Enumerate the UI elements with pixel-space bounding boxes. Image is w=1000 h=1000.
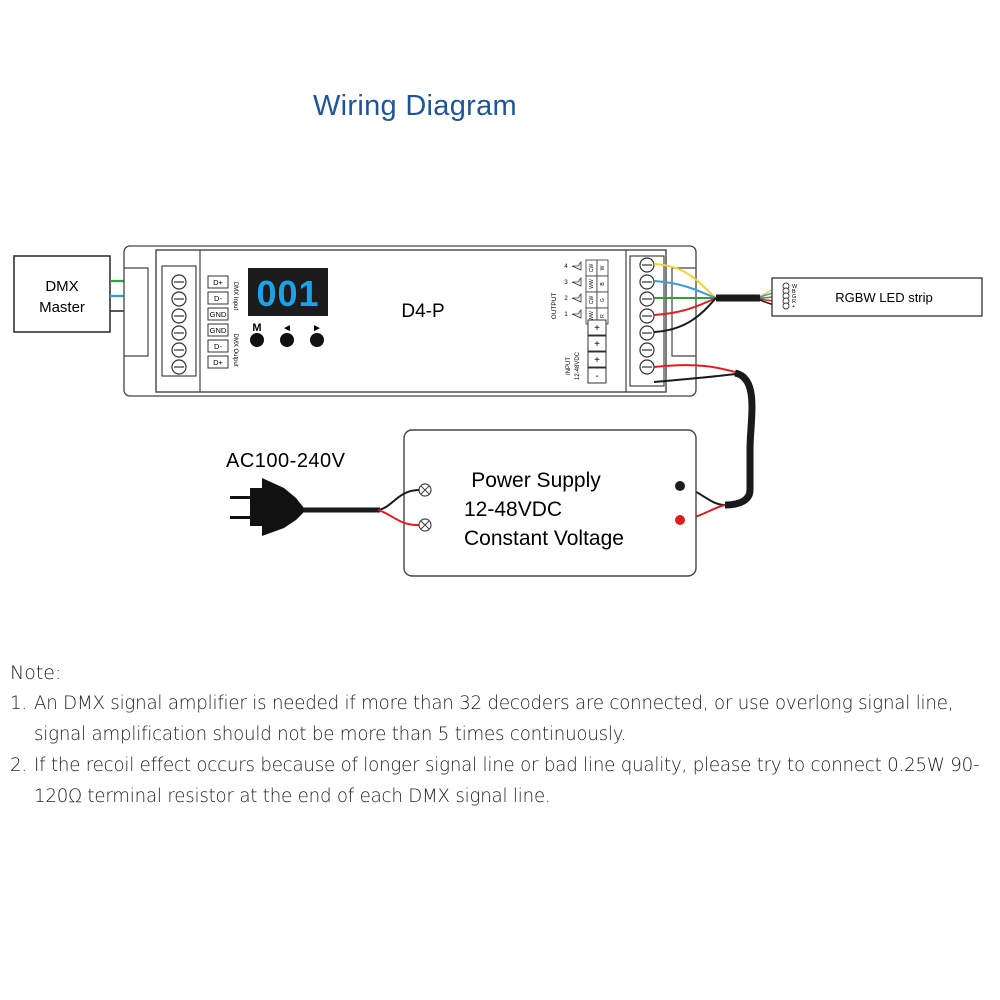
led-strip-label: RGBW LED strip xyxy=(835,290,933,305)
output-channel: 4 xyxy=(564,264,568,270)
control-buttons: M ◄ ► xyxy=(250,322,324,347)
button-left-label: ◄ xyxy=(282,323,292,334)
terminal-label: GND xyxy=(210,326,227,335)
button-right[interactable] xyxy=(310,333,324,347)
terminal-label: D- xyxy=(214,294,222,303)
output-code-bottom: W xyxy=(600,265,606,270)
output-wires xyxy=(653,263,717,333)
output-code-bottom: R xyxy=(600,314,606,318)
output-code-top: CW xyxy=(589,264,595,273)
output-label: OUTPUT xyxy=(551,293,558,320)
led-display: 001 xyxy=(248,268,328,316)
psu-dc-negative xyxy=(675,481,685,491)
output-code-top: WW xyxy=(589,311,595,321)
button-right-label: ► xyxy=(312,323,322,334)
ac-wires xyxy=(377,489,420,527)
output-code-bottom: B xyxy=(600,282,606,286)
terminal-label: GND xyxy=(210,310,227,319)
strip-pin: R xyxy=(792,299,796,305)
display-digits: 001 xyxy=(256,273,319,314)
output-terminal-block xyxy=(629,255,665,387)
diagram-title: Wiring Diagram xyxy=(312,90,517,122)
dmx-input-label: DMX Input xyxy=(232,282,238,311)
psu-line2: 12-48VDC xyxy=(464,498,562,521)
output-code-top: WW xyxy=(589,279,595,289)
input-minus-mark: - xyxy=(595,371,598,382)
dmx-master-line2: Master xyxy=(39,299,85,316)
output-label-panel: OUTPUT 4 3 2 1 CW W WW B CW G WW R + + xyxy=(551,259,609,384)
output-channel: 3 xyxy=(564,280,568,286)
input-voltage: 12-48VDC xyxy=(575,351,581,380)
led-strip: W B G R + RGBW LED strip xyxy=(771,277,983,317)
note-text: An DMX signal amplifier is needed if mor… xyxy=(34,693,954,745)
dmx-master-line1: DMX xyxy=(45,278,78,295)
strip-pin: G xyxy=(792,294,796,300)
ac-voltage-label: AC100-240V xyxy=(226,450,346,472)
strip-pin: B xyxy=(792,289,796,295)
dmx-master: DMX Master xyxy=(13,255,111,333)
ac-plug xyxy=(230,478,380,536)
input-plus-mark: + xyxy=(594,355,600,366)
strip-pin: W xyxy=(792,284,798,290)
psu-line1: Power Supply xyxy=(471,469,601,492)
terminal-label: D+ xyxy=(213,278,223,287)
output-code-top: CW xyxy=(589,296,595,305)
dmx-terminal-block xyxy=(161,265,197,377)
input-label: INPUT xyxy=(566,357,572,375)
plus-mark: + xyxy=(594,339,600,350)
note-number: 1. xyxy=(10,693,27,714)
terminal-label: D- xyxy=(214,342,222,351)
output-channel: 2 xyxy=(564,296,568,302)
psu-line3: Constant Voltage xyxy=(464,527,624,550)
button-left[interactable] xyxy=(280,333,294,347)
dmx-output-label: DMX Output xyxy=(232,333,238,366)
psu-dc-positive xyxy=(675,515,685,525)
notes-heading: Note: xyxy=(10,662,62,684)
power-supply: Power Supply 12-48VDC Constant Voltage xyxy=(403,429,697,577)
notes-section: Note: 1. An DMX signal amplifier is need… xyxy=(10,662,985,812)
note-text: If the recoil effect occurs because of l… xyxy=(34,755,980,807)
decoder-model: D4-P xyxy=(401,301,444,322)
output-channel: 1 xyxy=(564,312,568,318)
note-number: 2. xyxy=(10,755,27,776)
button-m[interactable] xyxy=(250,333,264,347)
note-item: 2. If the recoil effect occurs because o… xyxy=(10,750,985,812)
dmx-terminal-labels: D+ D- GND GND D- D+ DMX Input DMX Output xyxy=(207,275,238,369)
strip-pin: + xyxy=(792,304,795,310)
output-code-bottom: G xyxy=(600,298,606,302)
button-m-label: M xyxy=(252,322,261,334)
plus-mark: + xyxy=(594,323,600,334)
terminal-label: D+ xyxy=(213,358,223,367)
note-item: 1. An DMX signal amplifier is needed if … xyxy=(10,688,985,750)
